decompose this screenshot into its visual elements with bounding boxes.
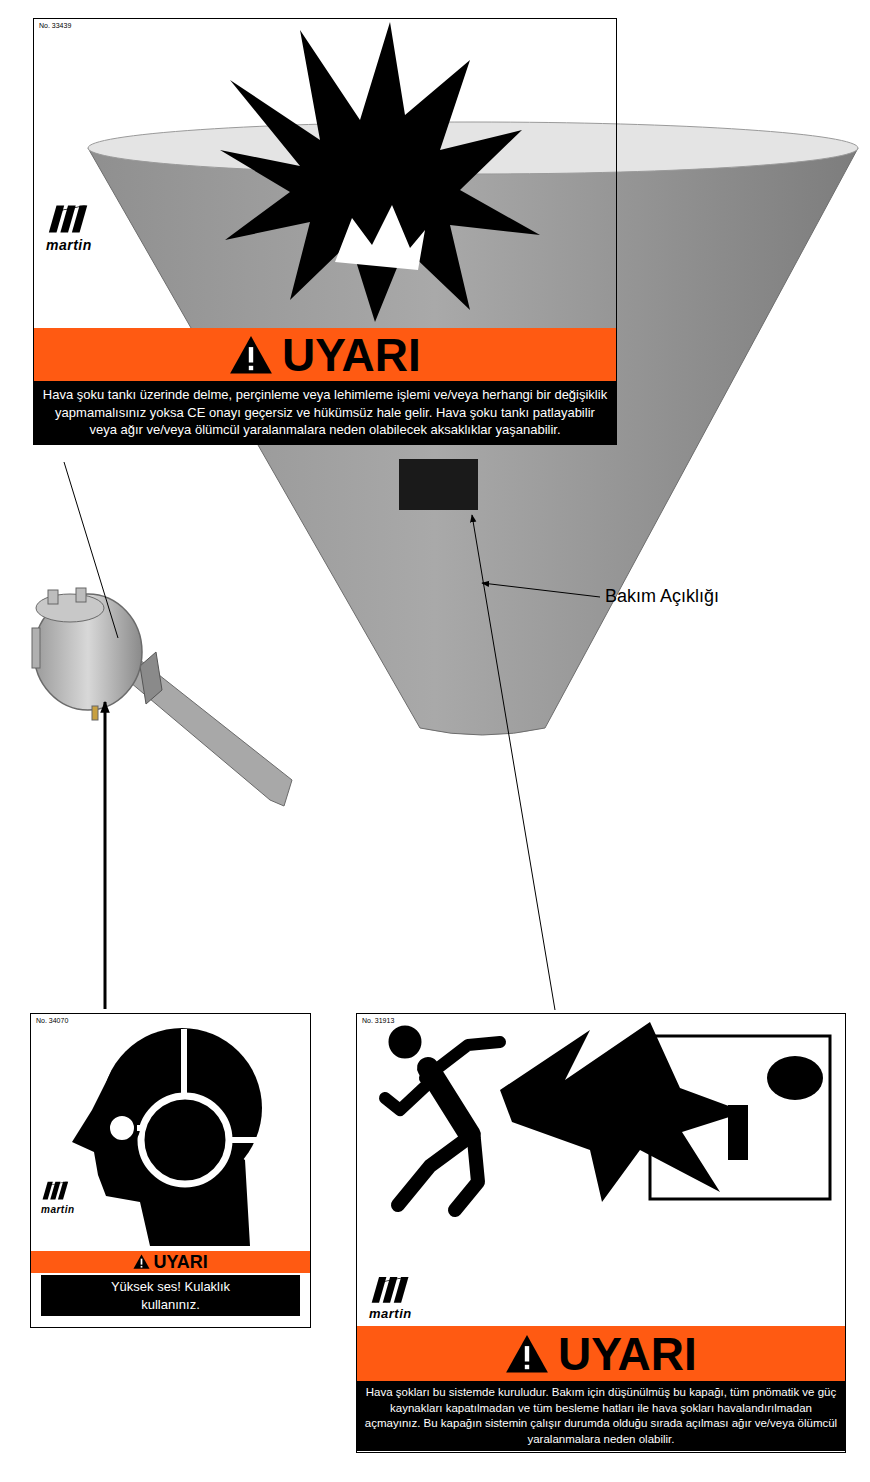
air-cannon [32,588,292,806]
pictogram-area [31,1014,310,1251]
headband [181,1029,187,1094]
label-number: No. 34070 [36,1017,68,1024]
explosion-core [335,205,425,270]
warning-body: Hava şokları bu sistemde kuruludur. Bakı… [357,1381,845,1451]
earmuff [107,1113,137,1143]
callout-label: Bakım Açıklığı [605,586,719,607]
person-arm [385,1082,430,1110]
pictogram-area [34,19,616,328]
explosion-pictogram [220,22,540,322]
exclamation-mark [141,1266,143,1268]
martin-logo [49,206,87,233]
fill-port [92,706,98,720]
exclamation-mark [141,1259,143,1265]
warning-triangle [230,336,272,373]
brand-logo: martin [369,1306,412,1321]
warning-triangle [506,1335,548,1372]
exclamation-mark [249,365,253,369]
valve-port [76,588,86,602]
warning-body: Hava şoku tankı üzerinde delme, perçinle… [34,381,616,444]
exclamation-mark [249,347,253,362]
warning-triangle [133,1254,150,1269]
leader-line [64,462,118,638]
pictogram-area [357,1014,845,1326]
person-arm [425,1042,500,1078]
martin-logo [372,1277,409,1303]
ear-protection-pictogram [72,1028,263,1246]
valve-head [36,594,104,622]
person-head [387,1024,423,1060]
person-leg [455,1140,478,1210]
label-number: No. 31913 [362,1017,394,1024]
pipe-flange [140,652,162,704]
warning-heading: UYARI [558,1331,697,1377]
warning-label: No. 31913 martinUYARI Hava şokları bu sist… [356,1013,846,1453]
leader-arrow [104,702,107,1009]
exclamation-mark [525,1346,529,1361]
exclamation-mark [525,1364,529,1368]
cannon-tank [34,594,142,710]
warning-band: UYARI [34,328,616,381]
maintenance-opening [399,459,478,510]
headband [230,1137,263,1143]
warning-triangle [134,1255,150,1269]
warning-text: Hava şoku tankı üzerinde delme, perçinle… [40,386,610,439]
leader-arrow [482,583,600,597]
blast-burst [500,1022,745,1202]
warning-band: UYARI [357,1326,845,1381]
hatch-cover [767,1056,823,1100]
warning-band: UYARI [31,1251,310,1273]
label-number: No. 33439 [39,22,71,29]
valve-port [48,590,58,604]
brand-logo: martin [41,1204,75,1215]
martin-logo [43,1182,69,1200]
hatch-danger-pictogram [385,1022,830,1210]
leader-arrow [472,515,555,1010]
headband [137,1125,140,1131]
earmuff [141,1096,229,1184]
warning-label: No. 33439 martinUYARI Hava şoku tankı üzer… [33,18,617,445]
warning-label: No. 34070 martinUYARI Yüksek ses! Kulaklık… [30,1013,311,1328]
warning-heading: UYARI [282,332,421,378]
warning-heading: UYARI [154,1253,208,1271]
face-profile [72,1070,250,1246]
warning-body: Yüksek ses! Kulaklık kullanınız. [41,1275,300,1316]
tank-rim [32,628,40,668]
warning-triangle [229,335,273,375]
warning-text: Hava şokları bu sistemde kuruludur. Bakı… [363,1385,839,1447]
warning-text: Yüksek ses! Kulaklık kullanınız. [101,1278,241,1313]
brand-logo: martin [46,237,92,253]
person-leg [398,1138,468,1205]
warning-triangle [505,1334,549,1374]
